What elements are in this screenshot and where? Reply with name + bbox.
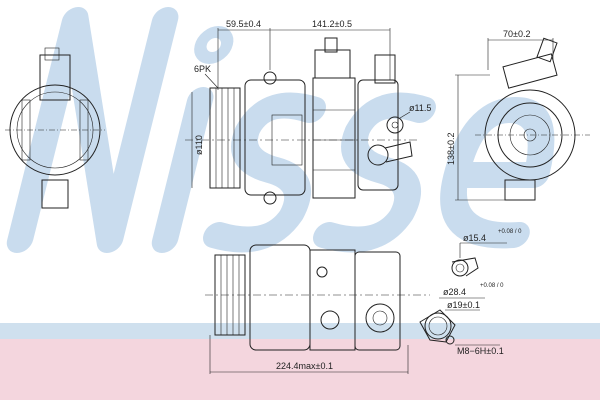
dim-height: 138±0.2 <box>446 133 456 165</box>
dim-fitting-small: ø15.4 <box>463 233 486 243</box>
side-view-right: 70±0.2 138±0.2 <box>446 29 590 201</box>
dim-pulley-diameter: ø110 <box>194 135 204 155</box>
footer-band-pink <box>0 339 600 400</box>
dim-fitting-inner: ø19±0.1 <box>447 300 480 310</box>
dim-overall-length: 224.4max±0.1 <box>276 361 333 371</box>
side-view-left <box>5 47 105 209</box>
dim-mount-hole: ø11.5 <box>409 103 431 113</box>
front-view: 59.5±0.4 141.2±0.5 6PK ø110 ø11.5 <box>185 19 431 205</box>
fitting-details: ø15.4 +0.08 / 0 ø28.4 +0.08 / 0 ø19±0.1 … <box>419 229 522 356</box>
dim-fitting-large: ø28.4 <box>443 287 466 297</box>
dim-clutch-offset: 59.5±0.4 <box>226 19 261 29</box>
bottom-view: 224.4max±0.1 <box>205 244 430 374</box>
dim-fitting-large-tol: +0.08 / 0 <box>480 283 504 289</box>
dim-fitting-small-tol: +0.08 / 0 <box>498 229 522 235</box>
dim-width: 70±0.2 <box>503 29 530 39</box>
dim-body-length: 141.2±0.5 <box>312 19 352 29</box>
dim-thread: M8−6H±0.1 <box>457 346 504 356</box>
dim-pulley-type: 6PK <box>194 64 211 74</box>
